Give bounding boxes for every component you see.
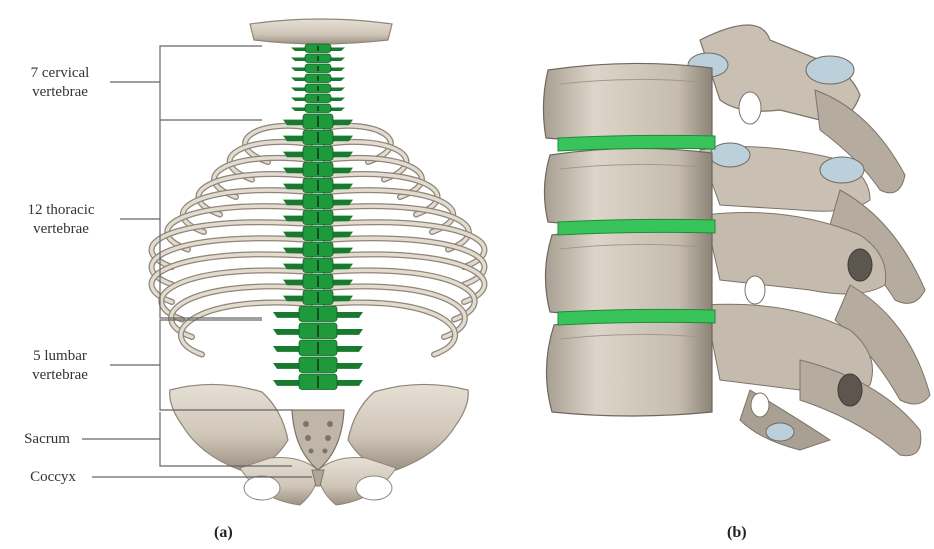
vertebral-body [546,318,712,416]
rib-left-highlight [152,254,310,302]
bracket-cervical [160,46,262,120]
posterior-processes [688,25,930,456]
intervertebral-disc [558,219,715,235]
label-coccyx: Coccyx [14,468,92,487]
rib-right-highlight [326,254,484,302]
panel-a [82,19,484,505]
label-thoracic: 12 thoracic vertebrae [2,201,120,239]
panel-b [543,25,930,456]
label-cervical-line1: 7 cervical [8,64,112,83]
vertebral-body [545,228,712,316]
label-cervical-line2: vertebrae [8,83,112,102]
caption-b: (b) [727,524,747,542]
label-thoracic-line1: 12 thoracic [2,201,120,220]
label-thoracic-line2: vertebrae [2,220,120,239]
label-lumbar-line2: vertebrae [8,366,112,385]
intervertebral-disc [558,309,715,325]
label-sacrum: Sacrum [12,430,82,449]
rib-right [326,254,484,302]
intervertebral-disc [558,135,715,151]
skull-base [250,19,392,44]
vertebral-body [544,148,712,226]
label-lumbar: 5 lumbar vertebrae [8,347,112,385]
rib-left [152,254,310,302]
pelvis [170,384,469,505]
label-cervical: 7 cervical vertebrae [8,64,112,102]
vertebral-bodies [543,63,715,416]
label-lumbar-line1: 5 lumbar [8,347,112,366]
vertebral-body [543,63,712,142]
caption-a: (a) [214,524,233,542]
vertebral-column [273,44,363,390]
